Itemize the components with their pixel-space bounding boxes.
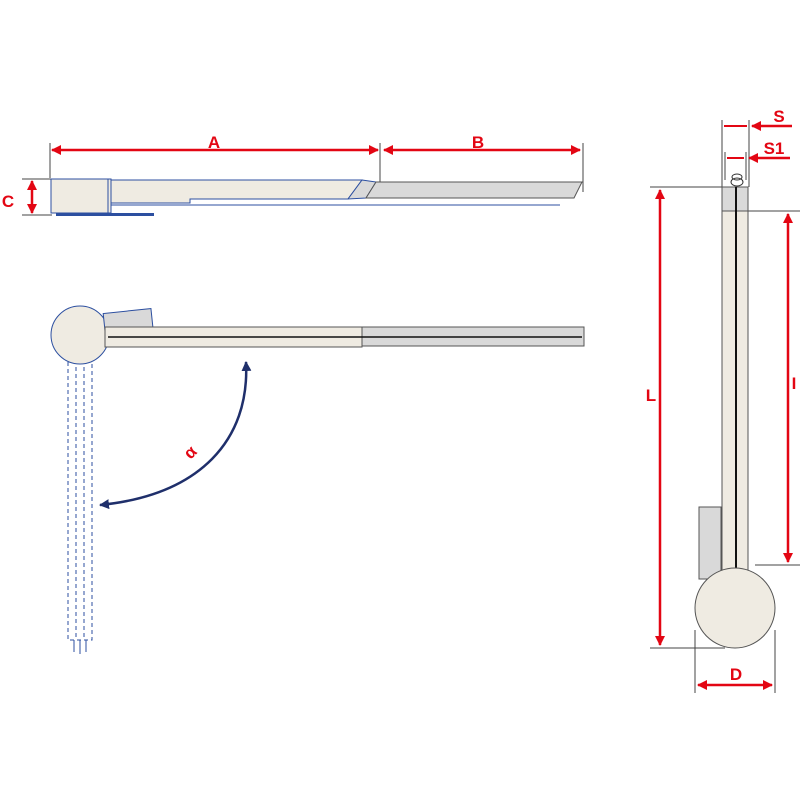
- dimension-label-b: B: [472, 133, 484, 152]
- dimension-label-c: C: [2, 192, 14, 211]
- front-view-barrier: S S1 L I D: [646, 107, 800, 693]
- plan-view-barrier: α: [50, 305, 585, 654]
- dimension-label-d: D: [730, 665, 742, 684]
- rotation-angle-label: α: [180, 442, 201, 463]
- dimension-label-l: L: [646, 386, 656, 405]
- side-view-barrier: A B C: [2, 133, 584, 216]
- dimension-label-i: I: [792, 374, 797, 393]
- dimension-label-a: A: [208, 133, 220, 152]
- dimension-label-s1: S1: [764, 139, 785, 158]
- dimension-label-s: S: [773, 107, 784, 126]
